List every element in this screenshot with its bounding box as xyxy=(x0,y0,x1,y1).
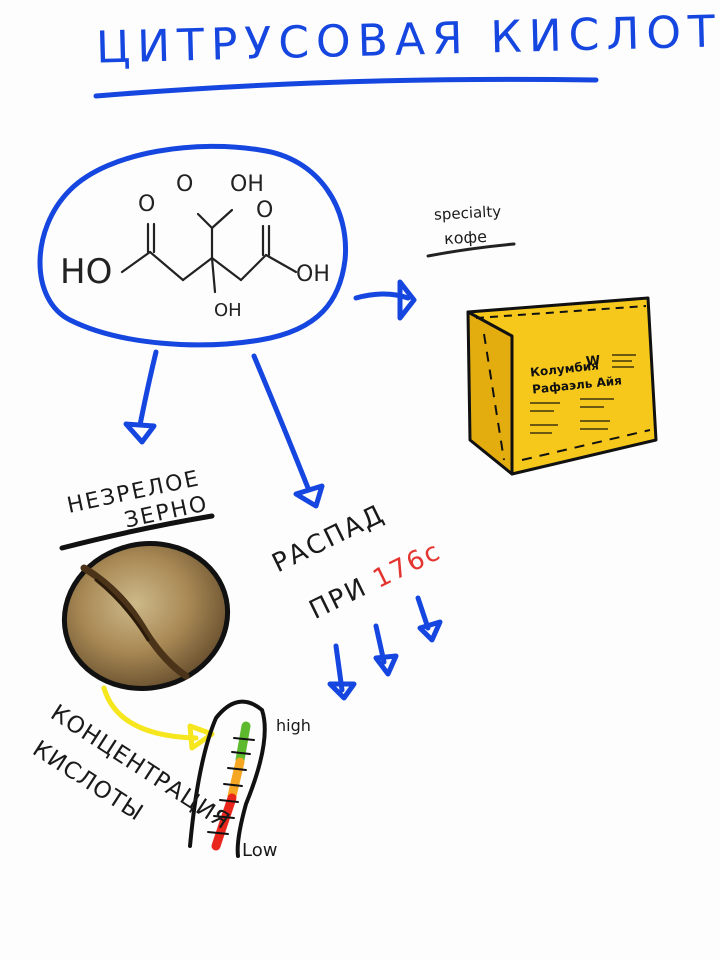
specialty-label: specialty xyxy=(433,202,502,224)
scale-low-label: Low xyxy=(242,840,278,861)
bag-label-lines xyxy=(530,354,636,434)
molecule-label-o-left: O xyxy=(138,192,156,217)
molecule-cloud-outline xyxy=(37,143,349,348)
molecule-label-o-top: O xyxy=(176,172,194,197)
coffee-bean xyxy=(61,541,231,691)
title-underline xyxy=(93,76,599,99)
arrow-to-decay xyxy=(251,353,325,509)
arrow-to-bean xyxy=(123,349,159,445)
coffee-label: кофе xyxy=(443,226,488,249)
molecule-label-o-right: O xyxy=(256,198,274,223)
specialty-underline xyxy=(426,242,516,258)
molecule-label-oh-top: OH xyxy=(230,172,264,197)
molecule-label-ho-left: HO xyxy=(60,252,113,292)
molecule-bonds xyxy=(120,208,298,294)
molecule-label-oh-bottom: OH xyxy=(214,300,242,321)
molecule-label-oh-right: OH xyxy=(296,262,330,287)
arrow-to-bag xyxy=(353,279,417,321)
scale-high-label: high xyxy=(276,716,311,735)
bag-brand-mark: W xyxy=(585,353,602,370)
arrow-bean-to-scale xyxy=(101,685,215,751)
concentration-scale xyxy=(188,699,267,858)
unripe-underline xyxy=(59,513,215,551)
decay-arrows xyxy=(327,595,443,701)
coffee-bag xyxy=(466,296,658,476)
